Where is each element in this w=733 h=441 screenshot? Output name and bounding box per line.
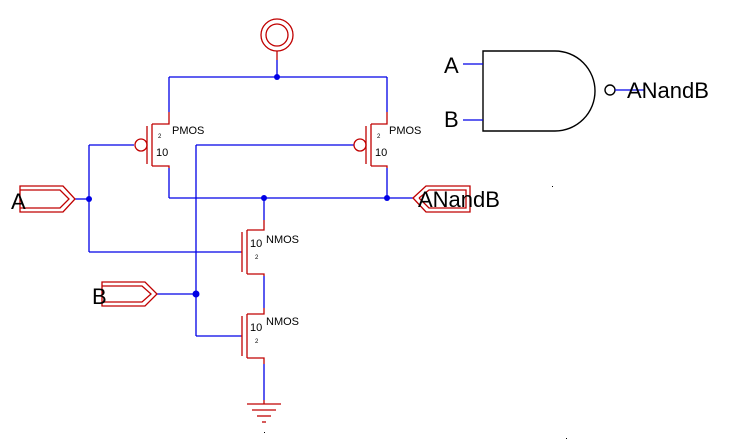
nmos-bottom-transistor[interactable]: 10 2 NMOS bbox=[241, 308, 299, 364]
junctions bbox=[86, 74, 390, 298]
symbol-output-label: ANandB bbox=[627, 78, 709, 103]
pmos-left-length: 2 bbox=[158, 134, 162, 140]
input-port-a-label: A bbox=[11, 189, 26, 214]
input-port-b[interactable]: B bbox=[92, 281, 158, 309]
nmos-bottom-length: 2 bbox=[255, 339, 259, 345]
grid-markers bbox=[264, 186, 567, 439]
nmos-top-type: NMOS bbox=[266, 234, 299, 246]
vdd-supply-icon bbox=[260, 18, 294, 60]
nmos-bottom-width: 10 bbox=[250, 322, 262, 334]
nmos-top-width: 10 bbox=[250, 238, 262, 250]
output-port-anandb[interactable]: ANandB bbox=[412, 185, 500, 213]
input-port-b-label: B bbox=[92, 284, 107, 309]
input-port-a[interactable]: A bbox=[11, 185, 76, 214]
output-port-label: ANandB bbox=[418, 187, 500, 212]
pmos-left-type: PMOS bbox=[172, 125, 204, 137]
ground-icon bbox=[247, 400, 281, 423]
nmos-top-transistor[interactable]: 10 2 NMOS bbox=[241, 220, 299, 276]
pmos-right-type: PMOS bbox=[389, 125, 421, 137]
pmos-right-length: 2 bbox=[377, 134, 381, 140]
nand-gate-icon: A B ANandB bbox=[444, 50, 709, 132]
wiring bbox=[75, 60, 413, 400]
pmos-left-width: 10 bbox=[156, 147, 168, 159]
pmos-right-transistor[interactable]: PMOS 2 10 bbox=[353, 112, 421, 168]
pmos-left-transistor[interactable]: PMOS 2 10 bbox=[134, 112, 204, 168]
nmos-top-length: 2 bbox=[255, 255, 259, 261]
symbol-input-b-label: B bbox=[444, 107, 459, 132]
pmos-right-width: 10 bbox=[375, 147, 387, 159]
symbol-input-a-label: A bbox=[444, 53, 459, 78]
nmos-bottom-type: NMOS bbox=[266, 316, 299, 328]
